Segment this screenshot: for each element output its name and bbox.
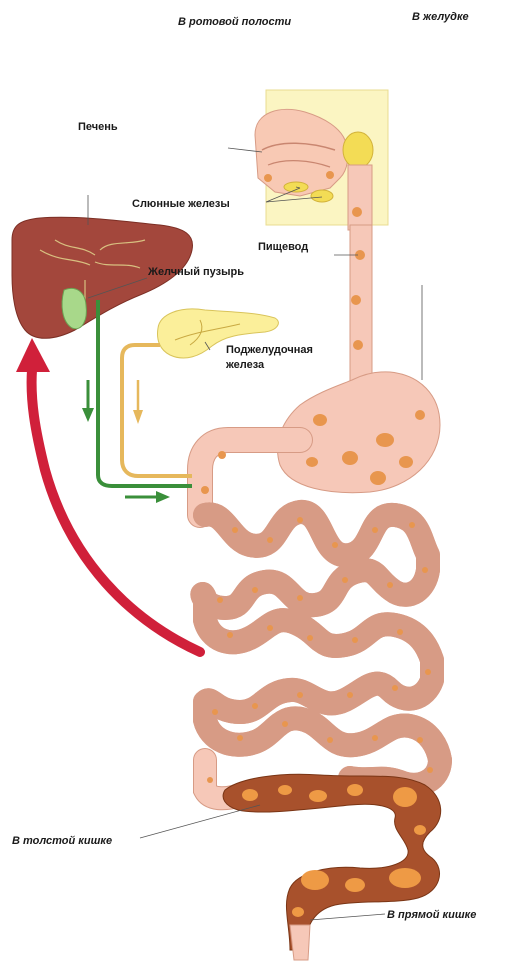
duodenum-dot [218,451,226,459]
label-liver: Печень [78,121,118,133]
red-arrow-head [16,338,50,372]
mouth-dot [326,171,334,179]
anal-canal [290,925,310,960]
esophagus-dot [353,340,363,350]
label-gallbladder: Желчный пузырь [147,266,244,278]
esophagus-dot [352,207,362,217]
rectum-leader [310,914,385,920]
parotid-gland [343,132,373,168]
label-large-intestine: В толстой кишке [12,835,112,847]
stomach-dot [415,410,425,420]
stomach-dot [342,451,358,465]
red-arrow-shaft [32,370,200,652]
label-pancreas-line2: железа [225,359,265,371]
mouth-dot [264,174,272,182]
pharynx [348,165,372,230]
label-pancreas-line1: Поджелудочная [226,344,313,356]
stomach-dot [399,456,413,468]
esophagus [350,207,372,388]
esophagus-dot [351,295,361,305]
head-illustration [255,90,388,230]
portal-absorption-arrow [16,338,200,652]
stomach-dot [370,471,386,485]
label-mouth: В ротовой полости [178,16,291,28]
label-rectum: В прямой кишке [387,909,476,921]
label-salivary-glands: Слюнные железы [132,198,230,210]
esophagus-tube [350,225,372,388]
duodenum-dot [201,486,209,494]
bile-flow-arrow-head [156,491,170,503]
bile-flow-arrow-head [82,408,94,422]
stomach-dot [313,414,327,426]
colon-leader [140,805,260,838]
stomach-dot [376,433,394,447]
small-intestine-fill [202,512,440,785]
pancreatic-duct [122,345,192,476]
label-stomach: В желудке [412,11,469,23]
label-esophagus: Пищевод [258,241,308,253]
pancreatic-duct-line [122,345,192,476]
pancreatic-flow-arrow-head [133,410,143,424]
submandibular-gland [311,190,333,202]
large-intestine [223,774,441,960]
small-intestine [202,512,440,798]
stomach-dot [306,457,318,467]
